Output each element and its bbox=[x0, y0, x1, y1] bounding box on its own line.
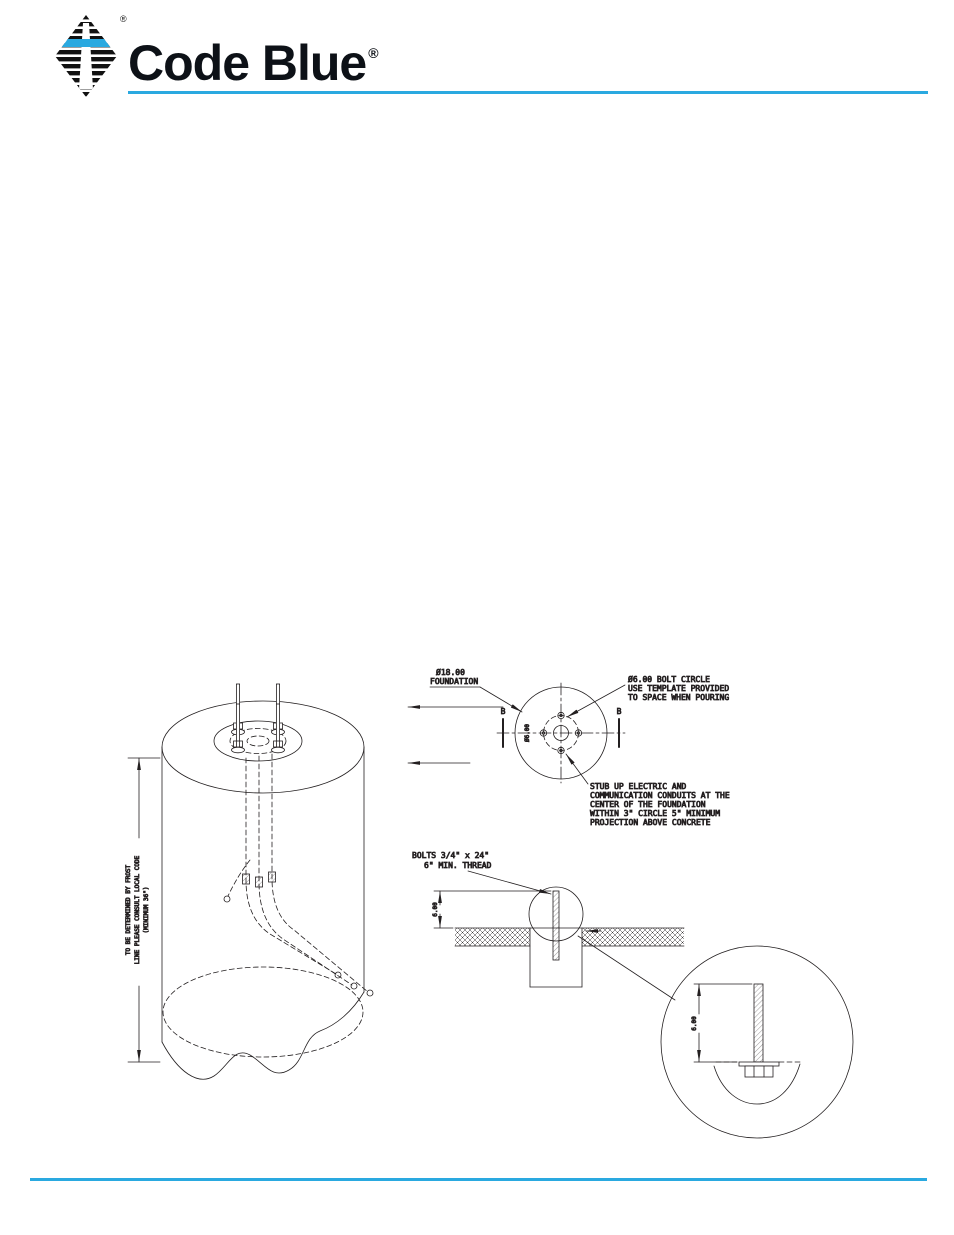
stub-up-note: STUB UP ELECTRIC AND COMMUNICATION CONDU… bbox=[565, 753, 730, 827]
frost-note-line1: TO BE DETERMINED BY FROST bbox=[125, 864, 132, 955]
bolts-spec-note: BOLTS 3/4" x 24" 6" MIN. THREAD bbox=[412, 851, 552, 895]
bolts-note-line1: BOLTS 3/4" x 24" bbox=[412, 851, 489, 860]
brand-registered-mark: ® bbox=[368, 45, 378, 61]
section-view: BOLTS 3/4" x 24" 6" MIN. THREAD bbox=[412, 851, 685, 1001]
bolt-detail-view: 6.00 bbox=[660, 945, 854, 1139]
code-blue-logo: ® bbox=[54, 14, 134, 100]
conduit-ends bbox=[223, 895, 374, 997]
grade-hatch bbox=[454, 927, 685, 947]
brand-title: Code Blue® bbox=[128, 28, 379, 91]
concrete-break-line bbox=[713, 1063, 801, 1105]
section-dim-text: 6.00 bbox=[432, 902, 439, 917]
stub-note-line3: CENTER OF THE FOUNDATION bbox=[590, 800, 706, 809]
stub-note-line1: STUB UP ELECTRIC AND bbox=[590, 782, 687, 791]
bolt-circle-note: Ø6.00 BOLT CIRCLE USE TEMPLATE PROVIDED … bbox=[566, 674, 730, 718]
iso-foundation-view bbox=[161, 683, 374, 1080]
conduit-couplings bbox=[242, 871, 276, 888]
conduits bbox=[227, 753, 369, 993]
section-marker-left: B bbox=[501, 707, 506, 716]
detail-anchor-bolt bbox=[753, 983, 764, 1063]
section-marker-right: B bbox=[617, 707, 622, 716]
anchor-bolt bbox=[271, 703, 285, 754]
header-divider bbox=[128, 91, 928, 94]
foundation-dia-label: Ø18.00 bbox=[436, 667, 465, 677]
foundation-diameter-callout: Ø18.00 FOUNDATION bbox=[429, 667, 523, 713]
detail-bubble bbox=[528, 886, 584, 942]
section-markers: B B bbox=[500, 707, 622, 748]
anchor-template-plate bbox=[213, 720, 303, 762]
foundation-dia-sub: FOUNDATION bbox=[430, 677, 478, 686]
plan-view: Ø6.00 B B Ø18.00 FOUNDATION bbox=[407, 667, 730, 827]
detail-dim-text: 6.00 bbox=[691, 1016, 698, 1031]
lighthouse-diamond-icon bbox=[55, 15, 117, 97]
anchor-bolts bbox=[231, 683, 285, 754]
stub-note-line4: WITHIN 3" CIRCLE 5" MINIMUM bbox=[590, 809, 720, 818]
detail-dimension: 6.00 bbox=[691, 983, 753, 1063]
break-line bbox=[161, 991, 365, 1080]
projection-dimension: 6.00 bbox=[432, 890, 552, 929]
nut bbox=[744, 1065, 774, 1078]
bolt-circle-note-line3: TO SPACE WHEN POURING bbox=[628, 693, 729, 702]
washer bbox=[738, 1061, 780, 1067]
bolt-circle-note-line2: USE TEMPLATE PROVIDED bbox=[628, 684, 729, 693]
frost-depth-dimension: TO BE DETERMINED BY FROST LINE PLEASE CO… bbox=[125, 757, 161, 1063]
plan-bolt-circle-dim: Ø6.00 bbox=[524, 724, 531, 742]
frost-note-line3: (MINIMUM 36") bbox=[143, 887, 150, 934]
brand-text: Code Blue bbox=[128, 35, 367, 91]
stub-note-line5: PROJECTION ABOVE CONCRETE bbox=[590, 818, 711, 827]
bolt-circle-note-line1: Ø6.00 BOLT CIRCLE bbox=[628, 674, 710, 684]
frost-note-line2: LINE PLEASE CONSULT LOCAL CODE bbox=[134, 855, 141, 964]
footer-divider bbox=[30, 1178, 927, 1181]
stub-note-line2: COMMUNICATION CONDUITS AT THE bbox=[590, 791, 730, 800]
plan-bolts bbox=[539, 711, 583, 755]
section-anchor-bolt bbox=[552, 890, 560, 961]
anchor-bolt bbox=[231, 703, 245, 754]
detail-leader bbox=[577, 935, 676, 1001]
bolts-note-line2: 6" MIN. THREAD bbox=[424, 861, 492, 870]
view-direction-arrows bbox=[407, 705, 504, 765]
logo-registered-mark: ® bbox=[120, 14, 127, 24]
